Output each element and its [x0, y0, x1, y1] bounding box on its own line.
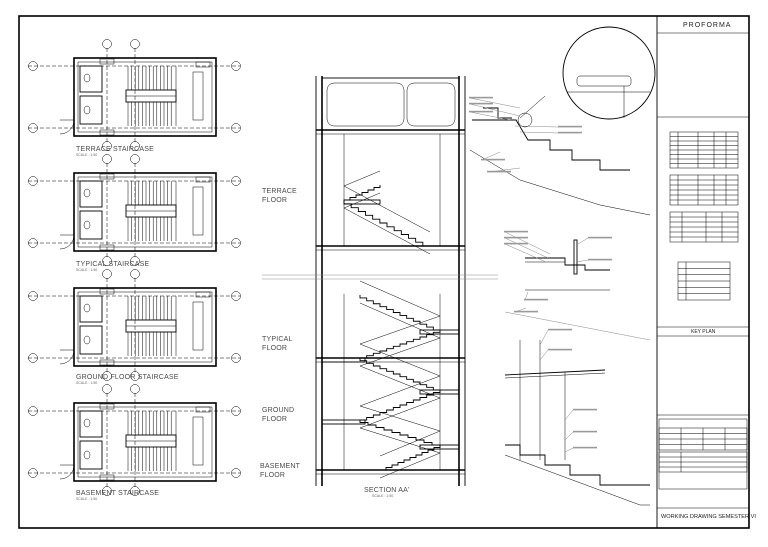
- staircase-plans: [28, 39, 241, 496]
- plan-title-typical: TYPICAL STAIRCASE: [76, 261, 150, 268]
- floor-label-typical-2: FLOOR: [262, 345, 287, 352]
- detail-baluster-fixing: [525, 239, 610, 291]
- section-scale: SCALE : 1:50: [372, 494, 393, 498]
- title-block-tables: [658, 131, 748, 473]
- plan-scale-ground: SCALE : 1:50: [76, 381, 97, 385]
- plan-scale-typical: SCALE : 1:50: [76, 268, 97, 272]
- key-plan-title: KEY PLAN: [691, 329, 716, 335]
- title-block: [656, 16, 749, 528]
- floor-label-terrace-2: FLOOR: [262, 197, 287, 204]
- staircase-plan-3: [28, 384, 241, 496]
- sheet-border: [18, 15, 750, 529]
- staircase-plan-2: [28, 269, 241, 381]
- floor-label-terrace-1: TERRACE: [262, 188, 297, 195]
- floor-label-basement-1: BASEMENT: [260, 463, 301, 470]
- floor-label-typical-1: TYPICAL: [262, 336, 293, 343]
- detail-leader-notes: [469, 96, 612, 453]
- staircase-plan-0: [28, 39, 241, 151]
- proforma-title: PROFORMA: [683, 22, 731, 29]
- detail-railing-elevation: [504, 311, 651, 506]
- section-stair-flights: [321, 170, 460, 479]
- floor-label-ground-2: FLOOR: [262, 416, 287, 423]
- section-aa-drawing: [262, 76, 498, 486]
- plan-scale-terrace: SCALE : 1:50: [76, 153, 97, 157]
- sheet-footer-title: WORKING DRAWING SEMESTER VI: [661, 514, 756, 520]
- plan-scale-basement: SCALE : 1:50: [76, 497, 97, 501]
- floor-label-ground-1: GROUND: [262, 407, 294, 414]
- staircase-plan-1: [28, 154, 241, 266]
- plan-title-terrace: TERRACE STAIRCASE: [76, 146, 154, 153]
- detail-tread-riser: [469, 26, 656, 216]
- floor-label-basement-2: FLOOR: [260, 472, 285, 479]
- plan-title-basement: BASEMENT STAIRCASE: [76, 490, 159, 497]
- section-title: SECTION AA': [364, 487, 410, 494]
- plan-title-ground: GROUND FLOOR STAIRCASE: [76, 374, 179, 381]
